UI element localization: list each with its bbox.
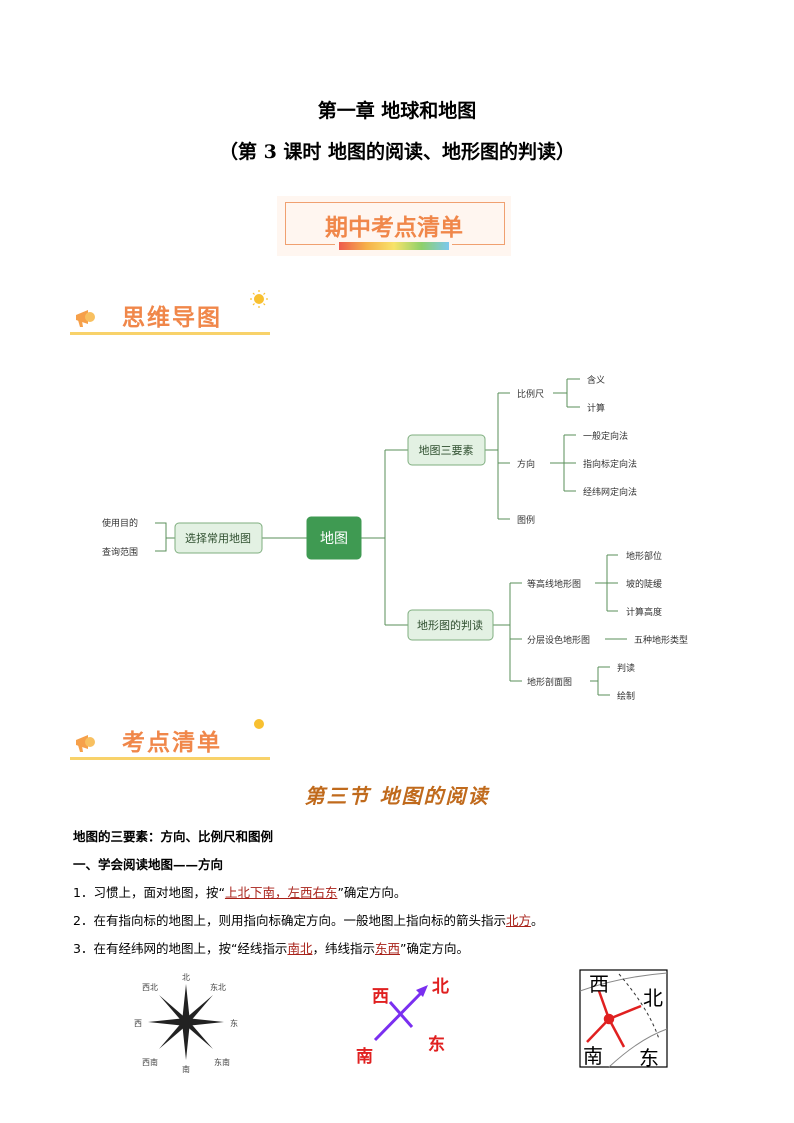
leaf: 地形部位 [626, 550, 662, 562]
checklist-heading: 考点清单 [70, 715, 270, 765]
leaf: 绘制 [617, 690, 635, 702]
rainbow-bar [339, 242, 449, 250]
heading-direction: 一、学会阅读地图——方向 [73, 857, 224, 872]
megaphone-icon [76, 310, 95, 327]
svg-text:东: 东 [428, 1034, 445, 1055]
leaf: 一般定向法 [583, 430, 628, 442]
leaf: 分层设色地形图 [527, 634, 590, 646]
graticule-figure: 西 北 南 东 [579, 969, 668, 1069]
svg-text:北: 北 [643, 986, 663, 1010]
node-select-map [174, 522, 263, 554]
svg-text:北: 北 [432, 977, 449, 997]
chapter-title: 第一章 地球和地图 [317, 100, 477, 122]
svg-text:西北: 西北 [142, 983, 158, 992]
leaf: 使用目的 [102, 517, 138, 529]
svg-text:南: 南 [356, 1046, 373, 1067]
lesson-subtitle: （第 3 课时 地图的阅读、地形图的判读） [218, 141, 576, 163]
svg-text:东: 东 [639, 1046, 659, 1069]
section-title: 第三节 地图的阅读 [304, 784, 490, 808]
svg-text:西南: 西南 [142, 1057, 158, 1067]
leaf: 五种地形类型 [634, 634, 688, 646]
megaphone-icon [76, 735, 95, 752]
leaf: 计算高度 [626, 606, 662, 618]
leaf: 判读 [617, 662, 635, 674]
leaf: 等高线地形图 [527, 578, 581, 590]
item-3: 3．在有经纬网的地图上，按“经线指示南北，纬线指示东西”确定方向。 [73, 941, 469, 956]
exam-checklist-banner: 期中考点清单 [277, 196, 511, 256]
node-topo-reading [407, 609, 494, 641]
svg-text:北: 北 [182, 973, 190, 982]
svg-text:南: 南 [182, 1064, 190, 1074]
item-1: 1．习惯上，面对地图，按“上北下南，左西右东”确定方向。 [73, 885, 407, 900]
svg-text:西: 西 [589, 972, 609, 996]
leaf: 比例尺 [517, 388, 544, 400]
intro-line: 地图的三要素：方向、比例尺和图例 [73, 829, 274, 844]
svg-text:地图三要素: 地图三要素 [419, 444, 474, 457]
leaf: 经纬网定向法 [583, 486, 637, 498]
mindmap-heading: 思维导图 [70, 290, 270, 340]
sun-icon [250, 290, 268, 308]
svg-text:西: 西 [372, 987, 389, 1007]
leaf: 计算 [587, 402, 605, 414]
svg-text:东: 东 [230, 1018, 238, 1028]
svg-text:地形图的判读: 地形图的判读 [417, 618, 483, 632]
root-label: 地图 [320, 531, 348, 547]
banner-text: 期中考点清单 [325, 215, 463, 241]
leaf: 方向 [517, 458, 535, 470]
leaf: 指向标定向法 [583, 458, 637, 470]
leaf: 查询范围 [102, 546, 138, 558]
mindmap-root-node [306, 516, 362, 560]
leaf: 含义 [587, 374, 605, 386]
svg-text:东北: 东北 [210, 982, 226, 992]
svg-text:西: 西 [134, 1019, 142, 1028]
sun-icon [254, 719, 264, 729]
svg-text:南: 南 [583, 1044, 603, 1068]
compass-rose-figure: 北 东北 东 东南 南 西南 西 西北 [134, 973, 238, 1074]
item-2: 2．在有指向标的地图上，则用指向标确定方向。一般地图上指向标的箭头指示北方。 [73, 913, 544, 928]
svg-text:选择常用地图: 选择常用地图 [185, 531, 251, 545]
leaf: 地形剖面图 [527, 676, 572, 688]
leaf: 坡的陡缓 [626, 578, 662, 590]
mindmap: 地图 选择常用地图 使用目的 查询范围 地图三要素 地形图的判读 比例尺 方向 … [102, 374, 688, 702]
leaf: 图例 [517, 514, 535, 526]
svg-text:东南: 东南 [214, 1057, 230, 1067]
node-map-elements [407, 434, 486, 466]
north-arrow-figure: 北 西 东 南 [356, 977, 449, 1067]
